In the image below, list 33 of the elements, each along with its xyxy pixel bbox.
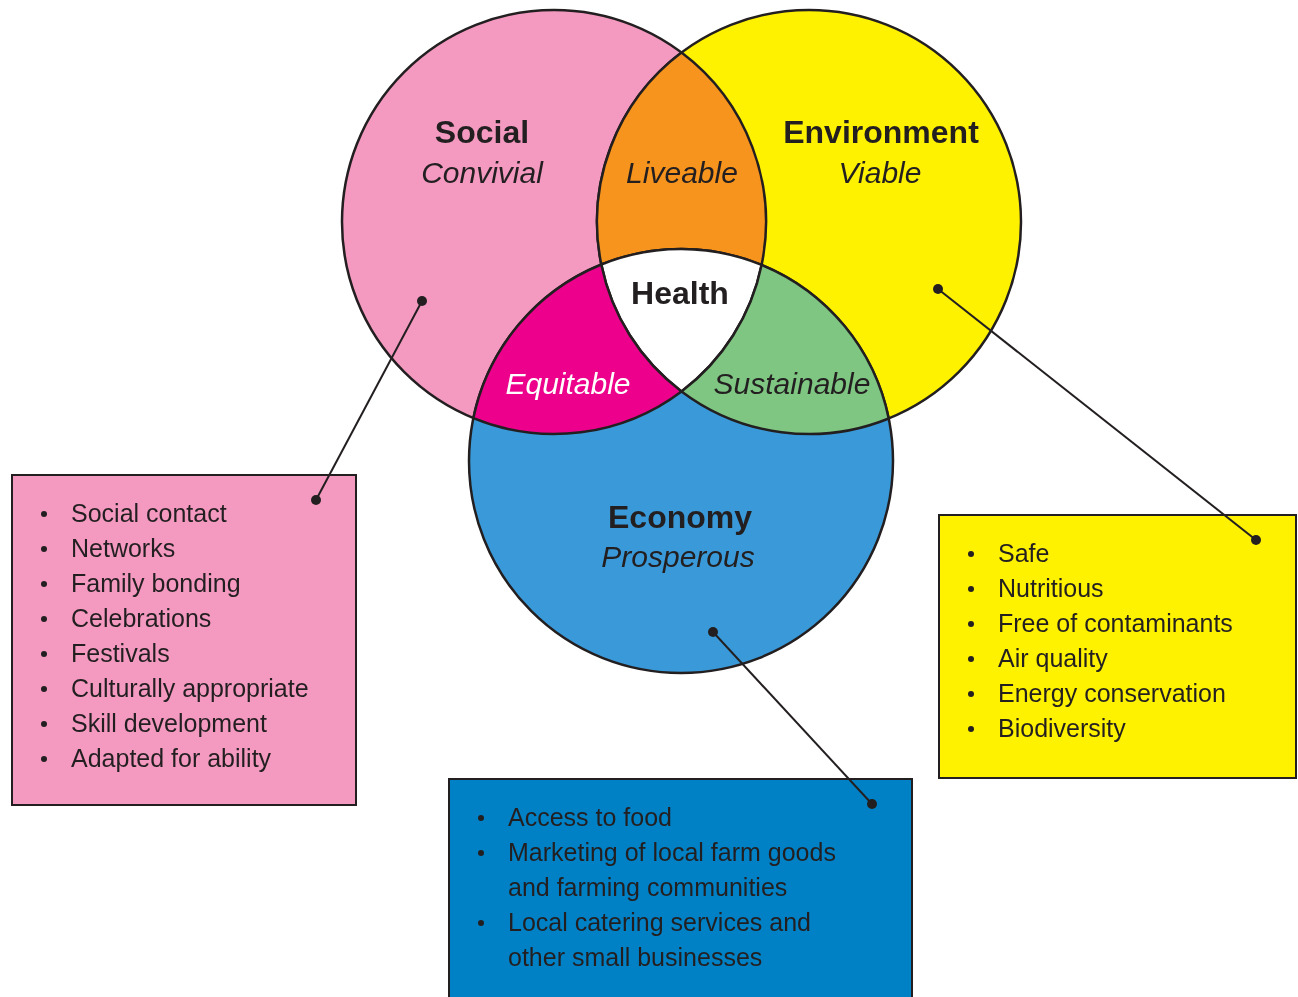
list-item: Local catering services and other small businesses <box>508 908 811 971</box>
list-item: Marketing of local farm goods and farming communities <box>508 838 836 901</box>
list-box <box>11 474 357 806</box>
leader-line <box>933 284 1261 545</box>
list-item: Access to food <box>508 803 672 831</box>
leader-line <box>311 296 427 505</box>
list-item: Celebrations <box>71 604 212 632</box>
list-box <box>448 778 913 997</box>
list-box <box>938 514 1297 779</box>
list-item: Energy conservation <box>998 679 1226 707</box>
circle-heading: Health <box>631 275 729 311</box>
list-item: Free of contaminants <box>998 609 1233 637</box>
circle-label: Viable <box>838 156 922 189</box>
circle-heading: Economy <box>608 499 752 535</box>
circle-label: Convivial <box>421 156 543 189</box>
list-item: Skill development <box>71 709 267 737</box>
list-item: Culturally appropriate <box>71 674 309 702</box>
circle-label: Equitable <box>505 367 631 400</box>
list-item: Nutritious <box>998 574 1104 602</box>
circle-label: Liveable <box>626 156 738 189</box>
list-item: Adapted for ability <box>71 744 272 772</box>
circle-label: Sustainable <box>713 367 871 400</box>
list-item: Family bonding <box>71 569 241 597</box>
list-item: Networks <box>71 534 176 562</box>
list-item: Air quality <box>998 644 1108 672</box>
circle-heading: Social <box>434 114 530 150</box>
circle-heading: Environment <box>783 114 979 150</box>
list-item: Safe <box>998 539 1050 567</box>
circle-label: Prosperous <box>601 540 755 573</box>
leader-line <box>708 627 877 809</box>
list-item: Festivals <box>71 639 170 667</box>
list-item: Biodiversity <box>998 714 1126 742</box>
list-item: Social contact <box>71 499 227 527</box>
